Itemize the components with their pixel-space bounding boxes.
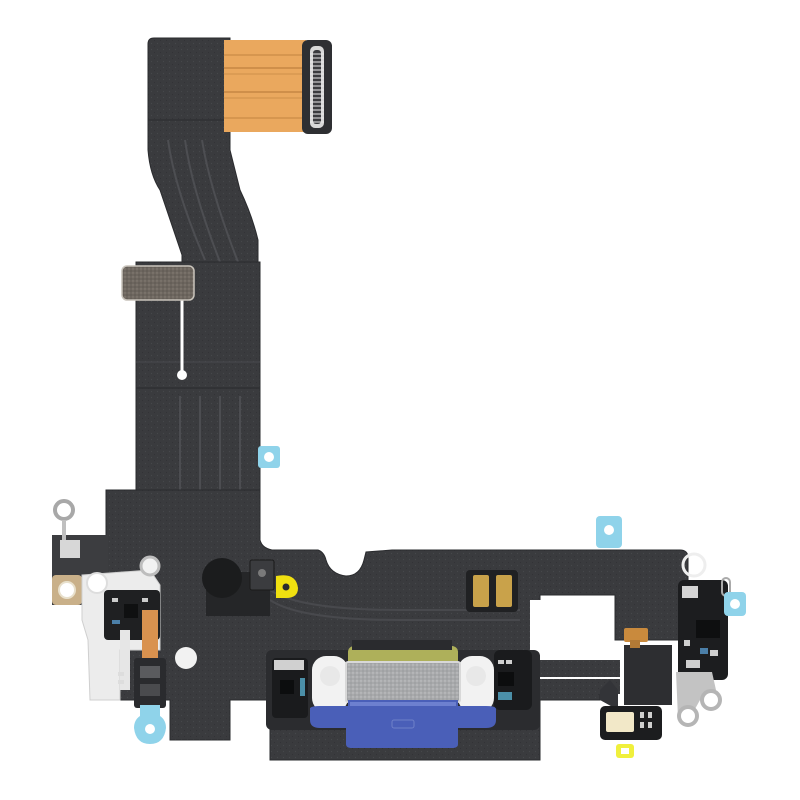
vertical-flex xyxy=(135,261,261,499)
yellow-adhesive-tab xyxy=(276,575,298,598)
main-flex-body xyxy=(105,489,689,761)
board-to-board-connector xyxy=(302,40,332,134)
copper-flex-section xyxy=(224,40,306,132)
left-bracket-assembly xyxy=(52,499,197,708)
yellow-adhesive-tab-2 xyxy=(616,744,634,758)
microphone-module xyxy=(600,645,672,740)
top-flex-tail xyxy=(147,37,259,269)
round-component xyxy=(202,558,275,616)
right-port-board xyxy=(494,650,532,710)
cyan-adhesive-tab-4 xyxy=(134,705,166,744)
cyan-adhesive-tab-2 xyxy=(596,516,622,548)
metal-stiffener-plate xyxy=(121,265,195,301)
gold-antenna-contacts xyxy=(466,570,518,612)
cyan-adhesive-tab-1 xyxy=(258,446,280,468)
charging-port xyxy=(266,640,540,748)
right-antenna-assembly xyxy=(676,552,731,727)
cyan-adhesive-tab-3 xyxy=(724,592,746,616)
small-copper-flex xyxy=(624,628,648,648)
